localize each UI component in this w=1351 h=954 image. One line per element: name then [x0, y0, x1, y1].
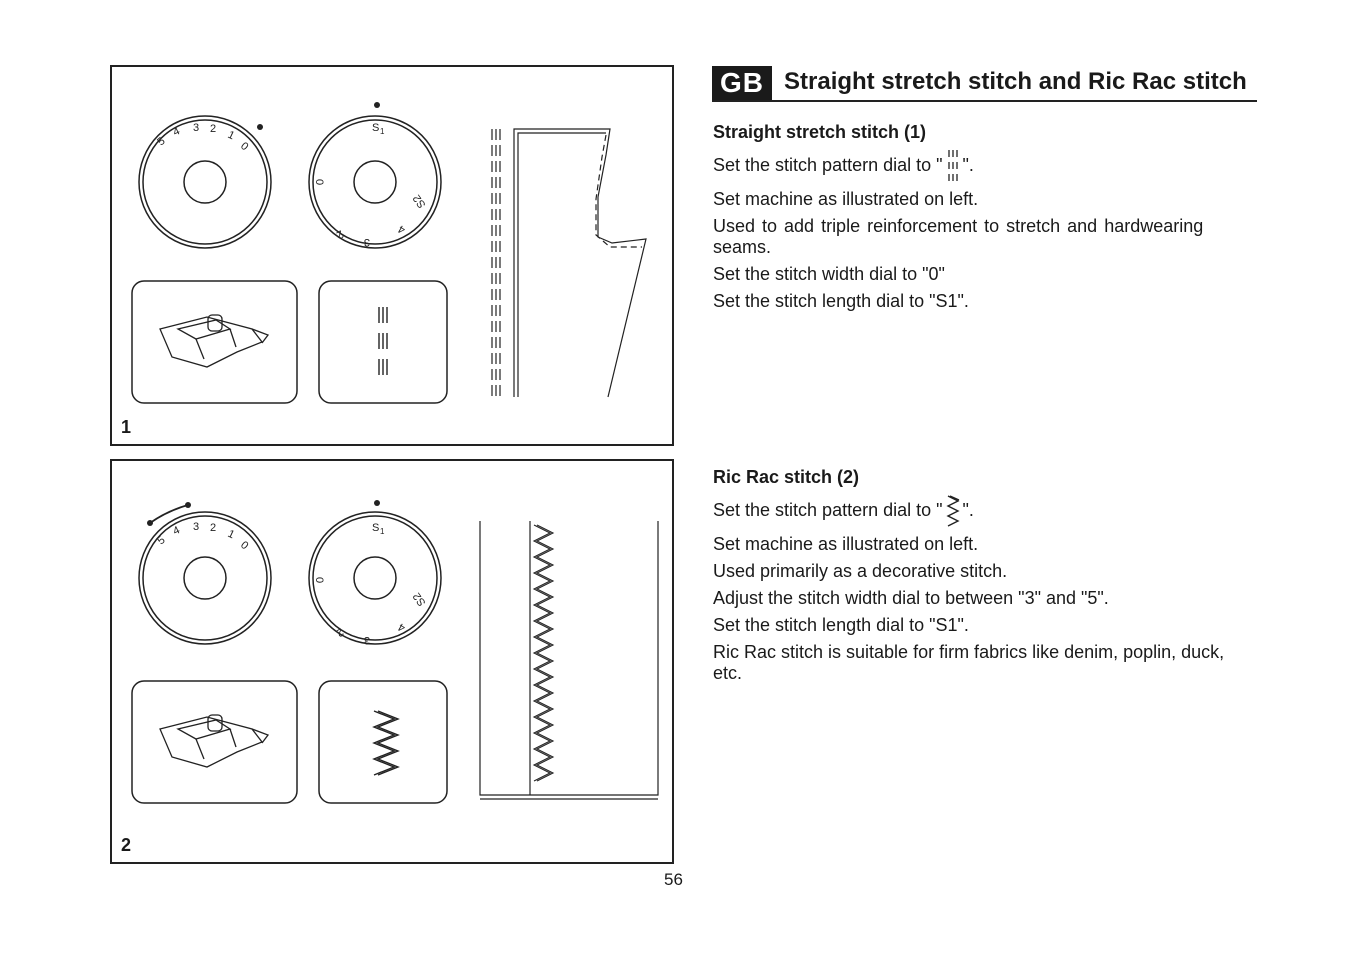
svg-text:1: 1 [380, 127, 385, 136]
section-straight-stretch: Straight stretch stitch (1) Set the stit… [713, 122, 1258, 318]
instruction-line: Adjust the stitch width dial to between … [713, 588, 1109, 608]
instruction-text: Set the stitch pattern dial to " [713, 499, 943, 520]
svg-text:3: 3 [193, 521, 199, 533]
stitch-width-dial [138, 115, 272, 249]
svg-text:4: 4 [396, 620, 407, 633]
presser-foot-panel [131, 280, 298, 404]
instruction-line: Used primarily as a decorative stitch. [713, 561, 1008, 581]
svg-text:3: 3 [193, 122, 199, 134]
fabric-illustration [479, 521, 659, 800]
presser-foot-icon [159, 714, 270, 768]
instruction-text: Used to add triple reinforcement to stre… [713, 216, 1204, 257]
instruction-line: Set machine as illustrated on left. [713, 534, 979, 554]
instruction-line: Set the stitch length dial to "S1". [713, 615, 969, 635]
svg-text:S2: S2 [411, 192, 429, 210]
svg-text:3: 3 [364, 634, 370, 646]
triple-straight-stitch-icon [947, 150, 958, 181]
pattern-instruction: Set the stitch pattern dial to " ". [713, 494, 1258, 528]
page-header: GB Straight stretch stitch and Ric Rac s… [712, 66, 1257, 102]
stitch-length-dial [308, 511, 442, 645]
section-title: Ric Rac stitch (2) [713, 467, 860, 487]
presser-foot-panel [131, 680, 298, 804]
ric-rac-stitch-icon [945, 495, 960, 527]
presser-foot-icon [159, 314, 270, 368]
svg-text:0: 0 [313, 179, 325, 185]
svg-text:2: 2 [210, 522, 216, 534]
triple-stitch-line [491, 129, 501, 396]
instruction-line: Set the stitch length dial to "S1". [713, 291, 969, 311]
pattern-instruction: Set the stitch pattern dial to " ". [713, 149, 1258, 183]
svg-text:5: 5 [155, 534, 167, 547]
stitch-width-dial [138, 511, 272, 645]
svg-text:4: 4 [171, 524, 182, 537]
section-ric-rac: Ric Rac stitch (2) Set the stitch patter… [713, 467, 1258, 690]
svg-text:3: 3 [364, 236, 370, 248]
svg-text:0: 0 [238, 140, 250, 153]
ric-rac-stitch-line [532, 524, 555, 782]
stitch-length-dial [308, 115, 442, 249]
stitch-display-panel [318, 280, 448, 404]
svg-text:1: 1 [380, 527, 385, 536]
svg-text:1: 1 [226, 129, 237, 142]
figure-number: 2 [121, 835, 132, 855]
dial-markers [257, 102, 380, 130]
stitch-display-panel [318, 680, 448, 804]
svg-text:0: 0 [238, 539, 250, 552]
svg-text:S2: S2 [411, 590, 429, 608]
svg-text:1: 1 [226, 528, 237, 541]
svg-text:S: S [372, 122, 379, 134]
figure-number: 1 [121, 417, 132, 437]
svg-text:2: 2 [334, 227, 345, 240]
instruction-line: Used to add triple reinforcement to stre… [713, 216, 1258, 258]
svg-text:5: 5 [155, 135, 167, 148]
triple-straight-stitch-icon [378, 307, 388, 375]
instruction-line: Set machine as illustrated on left. [713, 189, 979, 209]
page-number: 56 [664, 870, 683, 889]
svg-text:S: S [372, 522, 379, 534]
svg-text:2: 2 [334, 625, 345, 638]
page-title: Straight stretch stitch and Ric Rac stit… [784, 68, 1247, 95]
svg-text:2: 2 [210, 123, 216, 135]
fabric-seam-illustration [513, 128, 647, 398]
ric-rac-stitch-icon [372, 710, 400, 776]
svg-text:0: 0 [313, 577, 325, 583]
instruction-text: ". [962, 154, 974, 175]
language-badge: GB [712, 66, 772, 100]
svg-text:4: 4 [396, 222, 407, 235]
width-range-indicator [149, 504, 189, 524]
instruction-line: Ric Rac stitch is suitable for firm fabr… [713, 642, 1225, 683]
instruction-text: ". [962, 499, 974, 520]
dial-markers [147, 500, 380, 526]
instruction-text: Set the stitch pattern dial to " [713, 154, 943, 175]
instruction-line: Set the stitch width dial to "0" [713, 264, 945, 284]
section-title: Straight stretch stitch (1) [713, 122, 927, 142]
svg-text:4: 4 [171, 125, 182, 138]
